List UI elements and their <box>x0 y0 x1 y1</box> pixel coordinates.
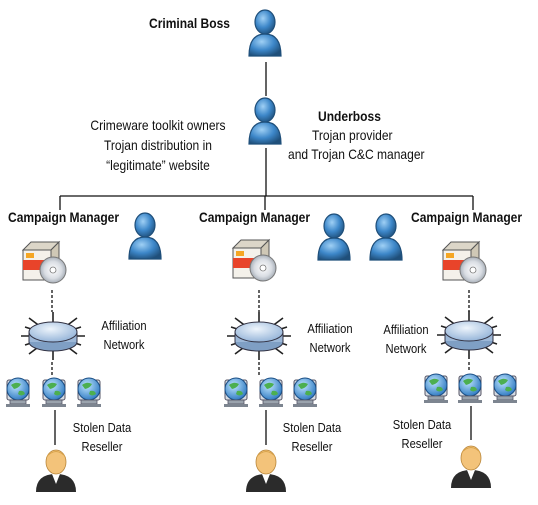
campaign-manager-label-1: Campaign Manager <box>8 209 120 225</box>
globe-computer-icon <box>423 373 449 404</box>
network-hub-icon <box>436 310 502 360</box>
reseller-person-icon <box>450 445 492 489</box>
globe-computer-icon <box>258 377 284 408</box>
toolkit-owners-line-2: Trojan distribution in <box>104 137 212 153</box>
underboss-title: Underboss <box>318 108 381 124</box>
network-hub-icon <box>226 311 292 361</box>
stolen-data-label-2b: Reseller <box>291 439 333 454</box>
underboss-line-1: Trojan provider <box>312 127 393 143</box>
globe-computer-icon <box>5 377 31 408</box>
affiliation-network-label-2a: Affiliation <box>307 321 353 336</box>
reseller-person-icon <box>35 449 77 493</box>
underboss-line-2: and Trojan C&C manager <box>288 146 425 162</box>
affiliation-network-label-3b: Network <box>385 341 427 356</box>
reseller-person-icon <box>245 449 287 493</box>
stolen-data-label-2a: Stolen Data <box>282 420 342 435</box>
affiliation-network-label-1b: Network <box>103 337 145 352</box>
software-box-icon <box>22 241 67 284</box>
affiliation-network-label-2b: Network <box>309 340 351 355</box>
toolkit-owners-line-3: “legitimate” website <box>106 157 210 173</box>
criminal-boss-label: Criminal Boss <box>149 15 230 31</box>
stolen-data-label-1b: Reseller <box>81 439 123 454</box>
globe-computers-middle <box>223 377 318 408</box>
stolen-data-label-3a: Stolen Data <box>392 417 452 432</box>
stolen-data-label-1a: Stolen Data <box>72 420 132 435</box>
person-icon <box>128 212 162 260</box>
underboss-person-icon <box>248 97 282 145</box>
toolkit-owners-line-1: Crimeware toolkit owners <box>90 117 226 133</box>
person-icon <box>369 213 403 261</box>
connector-lines <box>51 62 474 445</box>
software-box-icon <box>232 239 277 282</box>
affiliation-network-label-1a: Affiliation <box>101 318 147 333</box>
affiliation-network-label-3a: Affiliation <box>383 322 429 337</box>
network-hub-icon <box>20 311 86 361</box>
globe-computer-icon <box>41 377 67 408</box>
globe-computers-right <box>423 373 518 404</box>
software-box-icon <box>442 241 487 284</box>
globe-computer-icon <box>292 377 318 408</box>
criminal-boss-person-icon <box>248 9 282 57</box>
person-icon <box>317 213 351 261</box>
globe-computer-icon <box>492 373 518 404</box>
campaign-manager-label-3: Campaign Manager <box>411 209 523 225</box>
globe-computer-icon <box>76 377 102 408</box>
globe-computers-left <box>5 377 102 408</box>
globe-computer-icon <box>223 377 249 408</box>
stolen-data-label-3b: Reseller <box>401 436 443 451</box>
globe-computer-icon <box>457 373 483 404</box>
campaign-manager-label-2: Campaign Manager <box>199 209 311 225</box>
